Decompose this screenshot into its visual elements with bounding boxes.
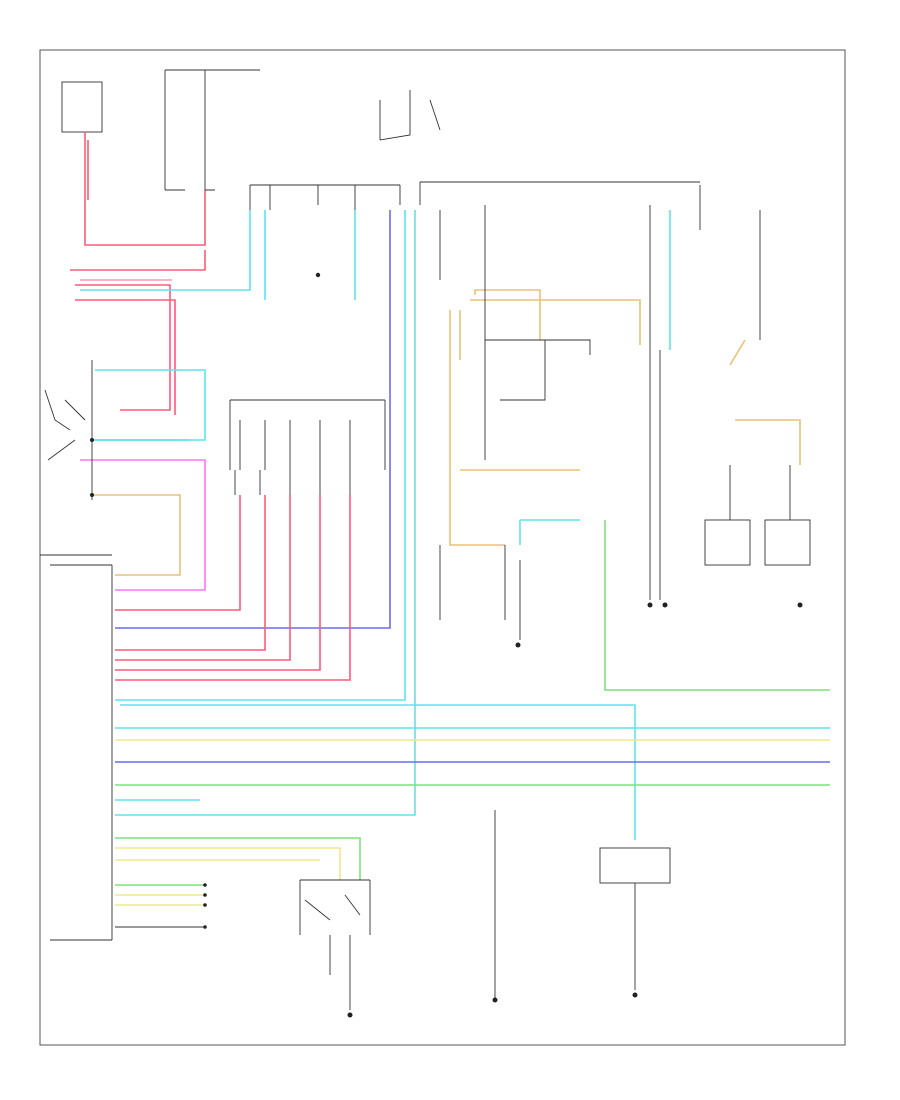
- red-wires-mid: [115, 495, 351, 681]
- right-lamps-section: [439, 185, 811, 648]
- brake-switch: [599, 847, 671, 998]
- left-switch: [44, 360, 94, 500]
- lower-left-harness: [115, 837, 361, 929]
- center-bottom-component: [492, 810, 498, 1003]
- cyan-wires-left: [80, 210, 830, 840]
- diagram-frame: [39, 49, 846, 1046]
- right-wires: [115, 519, 830, 801]
- rcm-connector: [40, 554, 113, 941]
- hazard-switch: [299, 879, 371, 1018]
- top-left-harness: [61, 69, 260, 415]
- top-bus: [249, 90, 700, 278]
- magenta-wire: [80, 459, 206, 591]
- tan-wire-left: [92, 494, 181, 576]
- blue-wires: [115, 210, 830, 763]
- relay-block: [229, 399, 386, 495]
